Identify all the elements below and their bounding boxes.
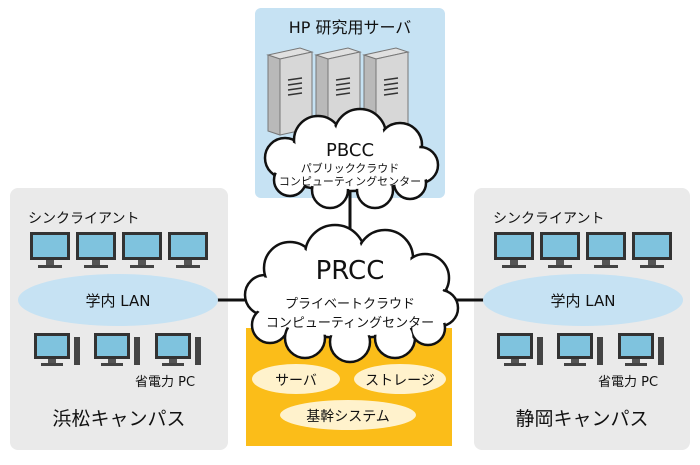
core-system-label: 基幹システム xyxy=(306,409,390,425)
shizuoka-pc-label: 省電力 PC xyxy=(598,375,659,390)
hamamatsu-lan-ellipse xyxy=(18,274,218,326)
server-ellipse xyxy=(252,364,340,394)
shizuoka-campus-name: 静岡キャンパス xyxy=(515,408,649,430)
shizuoka-lan-ellipse xyxy=(483,274,683,326)
hamamatsu-lan-label: 学内 LAN xyxy=(85,292,151,310)
low-power-pc-icon xyxy=(155,333,201,366)
thin-client-monitor-icon xyxy=(76,232,116,268)
storage-ellipse xyxy=(354,364,446,394)
prcc-description-line1: プライベートクラウド xyxy=(284,297,415,312)
low-power-pc-icon xyxy=(618,333,664,366)
shizuoka-lan-label: 学内 LAN xyxy=(550,292,616,310)
thin-client-monitor-icon xyxy=(632,232,672,268)
thin-client-monitor-icon xyxy=(168,232,208,268)
storage-label: ストレージ xyxy=(365,373,435,389)
hamamatsu-pc-label: 省電力 PC xyxy=(135,375,196,390)
server-label: サーバ xyxy=(275,373,317,389)
hp-server-title: HP 研究用サーバ xyxy=(288,18,412,37)
shizuoka-thin-client-label: シンクライアント xyxy=(493,211,605,227)
hamamatsu-thin-client-label: シンクライアント xyxy=(28,211,140,227)
thin-client-monitor-icon xyxy=(540,232,580,268)
prcc-name: PRCC xyxy=(315,256,385,286)
thin-client-monitor-icon xyxy=(30,232,70,268)
low-power-pc-icon xyxy=(497,333,543,366)
low-power-pc-icon xyxy=(34,333,80,366)
thin-client-monitor-icon xyxy=(494,232,534,268)
low-power-pc-icon xyxy=(557,333,603,366)
pbcc-description: パブリッククラウド コンピューティングセンター xyxy=(278,162,422,188)
thin-client-monitor-icon xyxy=(122,232,162,268)
prcc-description-line2: コンピューティングセンター xyxy=(265,316,435,331)
thin-client-monitor-icon xyxy=(586,232,626,268)
core-system-ellipse xyxy=(280,400,416,430)
hamamatsu-campus-name: 浜松キャンパス xyxy=(52,408,186,430)
server-tower-icon xyxy=(266,47,314,136)
low-power-pc-icon xyxy=(94,333,140,366)
pbcc-name: PBCC xyxy=(325,140,375,161)
server-tower-icon xyxy=(362,47,410,136)
